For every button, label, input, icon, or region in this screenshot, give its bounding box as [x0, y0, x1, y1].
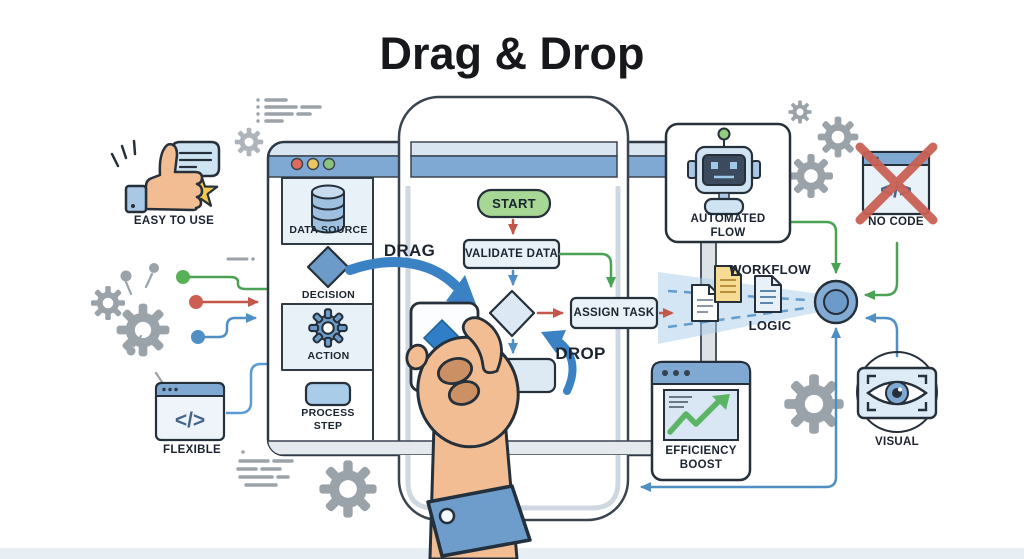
traffic-light-green — [322, 157, 336, 171]
cuff-button — [438, 507, 456, 525]
automated-flow-card — [664, 122, 792, 244]
page-title: Drag & Drop — [379, 28, 645, 79]
traffic-light-red — [290, 157, 304, 171]
efficiency-boost-card — [650, 360, 752, 482]
drop-arrow — [541, 330, 577, 395]
dashed-list-icon — [256, 98, 322, 123]
right-connectors — [640, 220, 899, 492]
palette-label-process-step: PROCESS STEP — [301, 407, 355, 433]
palette-sidebar — [281, 177, 374, 440]
logic-label: LOGIC — [748, 318, 792, 333]
frame-brackets — [866, 374, 928, 412]
palette-label-decision: DECISION — [301, 289, 356, 301]
hand-cursor — [405, 316, 532, 559]
palette-label-action: ACTION — [307, 350, 350, 362]
input-connectors — [176, 270, 268, 344]
flow-node-assign[interactable] — [569, 296, 659, 330]
emphasis-marks — [110, 139, 137, 168]
badge-visual: VISUAL — [875, 436, 919, 448]
start-label: START — [492, 196, 536, 211]
palette-label-data-source: DATA SOURCE — [289, 224, 368, 236]
drag-label: DRAG — [383, 241, 436, 260]
flow-node-start[interactable] — [476, 188, 552, 219]
dash-decoration-bottom-left — [236, 450, 294, 487]
efficiency-boost-label: EFFICIENCY BOOST — [665, 445, 737, 472]
code-glyph: </> — [175, 409, 205, 432]
drop-label: DROP — [555, 344, 606, 363]
validate-data-label: VALIDATE DATA — [464, 248, 559, 260]
shirt-cuff — [426, 484, 532, 558]
robot-icon — [687, 127, 761, 216]
flow-node-decision[interactable] — [488, 289, 536, 338]
gear-icon — [308, 308, 348, 348]
thumb-sleeve — [124, 184, 148, 214]
visual-icon-group — [856, 351, 938, 433]
badge-easy-to-use: EASY TO USE — [133, 215, 215, 227]
easy-to-use-icon-group — [110, 139, 221, 214]
thumbs-up-icon — [144, 142, 204, 212]
workflow-funnel — [658, 265, 859, 344]
blue-dot — [191, 330, 205, 344]
thumb — [461, 316, 503, 375]
fingertip — [405, 343, 429, 371]
process-rect-icon — [304, 381, 352, 407]
badge-no-code: NO CODE — [868, 216, 924, 228]
database-icon — [311, 184, 345, 234]
badge-flexible: FLEXIBLE — [163, 444, 221, 456]
dash-decoration-mid-left — [226, 257, 255, 261]
palette-item-decision[interactable] — [306, 245, 350, 289]
automated-flow-label: AUTOMATED FLOW — [690, 213, 766, 240]
document-icon-blue — [754, 275, 782, 313]
curled-finger — [447, 380, 481, 406]
drag-arrow — [345, 257, 477, 307]
no-code-icon-group: </> — [855, 142, 938, 225]
target-circle-inner — [823, 289, 849, 315]
palette-item-process-step[interactable] — [304, 381, 352, 407]
flexible-connector-line — [226, 362, 269, 415]
traffic-light-yellow — [306, 157, 320, 171]
flexible-icon-group: </> — [154, 381, 226, 442]
green-dot — [176, 270, 190, 284]
crossed-out-x — [855, 142, 938, 225]
growth-arrow-icon — [667, 397, 723, 435]
red-dot — [189, 295, 203, 309]
workflow-label: WORKFLOW — [729, 262, 811, 277]
document-icon-white — [691, 284, 719, 322]
assign-task-label: ASSIGN TASK — [573, 307, 655, 319]
diamond-icon — [306, 245, 350, 289]
document-icon-yellow — [714, 265, 742, 303]
